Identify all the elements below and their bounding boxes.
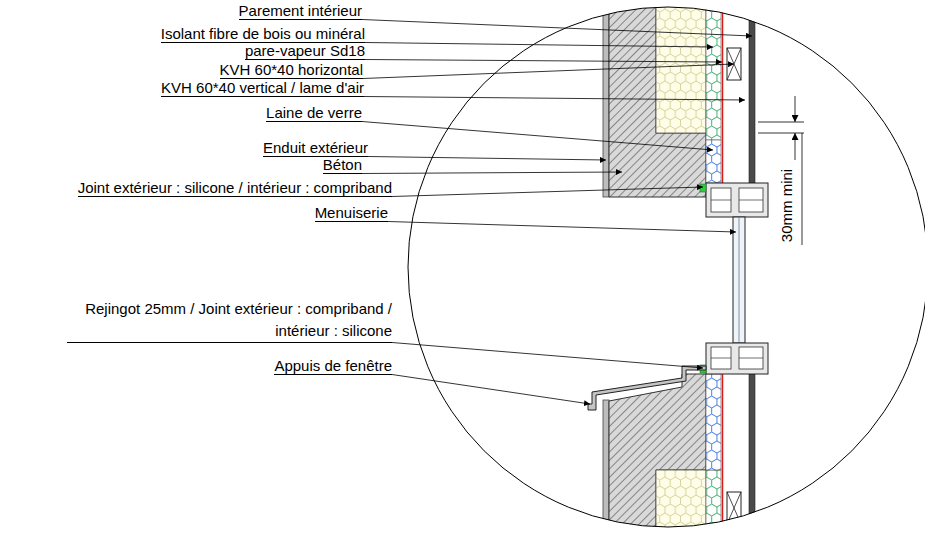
- callout-label: Rejingot 25mm / Joint extérieur : compri…: [67, 298, 392, 343]
- callout-label: Béton: [323, 156, 362, 174]
- insulation-band: [706, 470, 721, 534]
- leader-line: [363, 64, 734, 79]
- interior-lining: [749, 374, 755, 534]
- dimension-line: [758, 96, 804, 245]
- leader-line: [365, 60, 722, 63]
- leader-line: [368, 157, 606, 161]
- callout-label: KVH 60*40 horizontal: [220, 61, 363, 79]
- vapour-barrier: [722, 0, 724, 183]
- vapour-barrier: [722, 374, 724, 534]
- leader-line: [362, 122, 713, 151]
- callout-label: Menuiserie: [315, 204, 388, 222]
- wood-fibre-insulation: [656, 470, 706, 534]
- callout-label: Joint extérieur : silicone / intérieur :…: [78, 179, 392, 197]
- callout-label: pare-vapeur Sd18: [245, 42, 365, 60]
- leader-line: [365, 43, 713, 48]
- render-layer: [603, 400, 609, 534]
- callout-label: Enduit extérieur: [263, 139, 368, 157]
- sealant-joint: [700, 184, 706, 192]
- callout-label: Appuis de fenêtre: [274, 357, 392, 375]
- window-frame: [706, 183, 768, 217]
- detail-circle: [408, 7, 925, 527]
- callout-label: KVH 60*40 vertical / lame d'air: [161, 79, 364, 97]
- concrete-wall: [609, 374, 706, 534]
- timber-batten: [727, 492, 741, 524]
- leader-line: [392, 187, 703, 197]
- window-frame: [706, 343, 768, 374]
- leader-line: [364, 97, 745, 101]
- glazing: [733, 217, 745, 343]
- leader-line: [392, 375, 590, 405]
- insulation-band: [706, 0, 721, 140]
- leader-line: [362, 172, 622, 174]
- callout-label: Laine de verre: [266, 104, 362, 122]
- dimension-label: 30mm mini: [778, 168, 795, 241]
- leader-line: [362, 20, 752, 37]
- leader-line: [392, 343, 703, 369]
- window-sill: [588, 366, 706, 410]
- interior-lining: [749, 0, 755, 183]
- callout-label: Isolant fibre de bois ou minéral: [161, 25, 365, 43]
- callout-label: Parement intérieur: [239, 2, 362, 20]
- glass-wool: [706, 140, 721, 183]
- leader-line: [388, 222, 736, 233]
- glass-wool: [706, 374, 721, 470]
- wall-section: [588, 0, 768, 534]
